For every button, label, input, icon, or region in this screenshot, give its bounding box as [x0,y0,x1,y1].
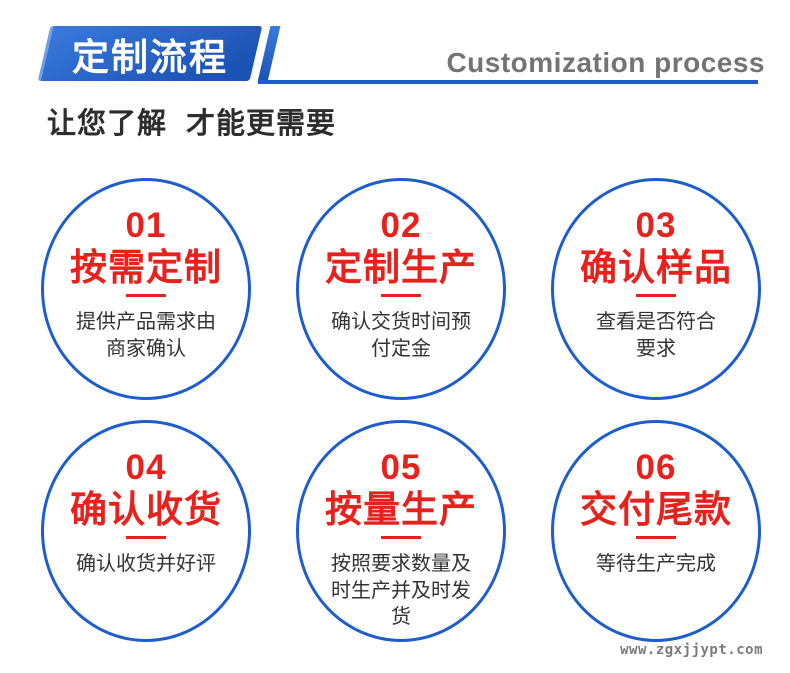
step-description: 确认收货并好评 [76,553,216,576]
page-title: 定制流程 [72,36,228,78]
step-number: 01 [125,206,167,245]
header-divider-line [258,80,758,84]
step-divider [636,294,676,298]
step-divider [126,536,166,540]
step-description: 按照要求数量及 时生产并及时发 货 [331,553,471,629]
step-divider [126,294,166,298]
step-circle-4: 04 确认收货 确认收货并好评 [41,420,251,642]
title-banner: 定制流程 [44,26,256,81]
step-description: 确认交货时间预 付定金 [331,311,471,360]
tagline: 让您了解 才能更需要 [47,108,337,140]
step-circle-3: 03 确认样品 查看是否符合 要求 [551,178,761,400]
banner-slash-icon [257,26,281,82]
step-description: 提供产品需求由 商家确认 [76,311,216,360]
step-title: 按量生产 [325,488,477,530]
step-circle-1: 01 按需定制 提供产品需求由 商家确认 [41,178,251,400]
step-number: 05 [380,448,422,487]
step-number: 03 [635,206,677,245]
step-description: 查看是否符合 要求 [596,311,716,360]
step-number: 04 [125,448,167,487]
step-circle-6: 06 交付尾款 等待生产完成 [551,420,761,642]
step-title: 定制生产 [325,246,477,288]
step-number: 02 [380,206,422,245]
step-title: 确认收货 [70,488,222,530]
step-divider [381,294,421,298]
step-number: 06 [635,448,677,487]
step-circle-2: 02 定制生产 确认交货时间预 付定金 [296,178,506,400]
step-description: 等待生产完成 [596,553,716,576]
step-divider [381,536,421,540]
page-title-english: Customization process [446,47,765,78]
watermark-url: www.zgxjjypt.com [620,642,763,658]
step-title: 确认样品 [580,246,732,288]
step-title: 按需定制 [70,246,222,288]
step-circle-5: 05 按量生产 按照要求数量及 时生产并及时发 货 [296,420,506,642]
step-title: 交付尾款 [580,488,732,530]
step-divider [636,536,676,540]
